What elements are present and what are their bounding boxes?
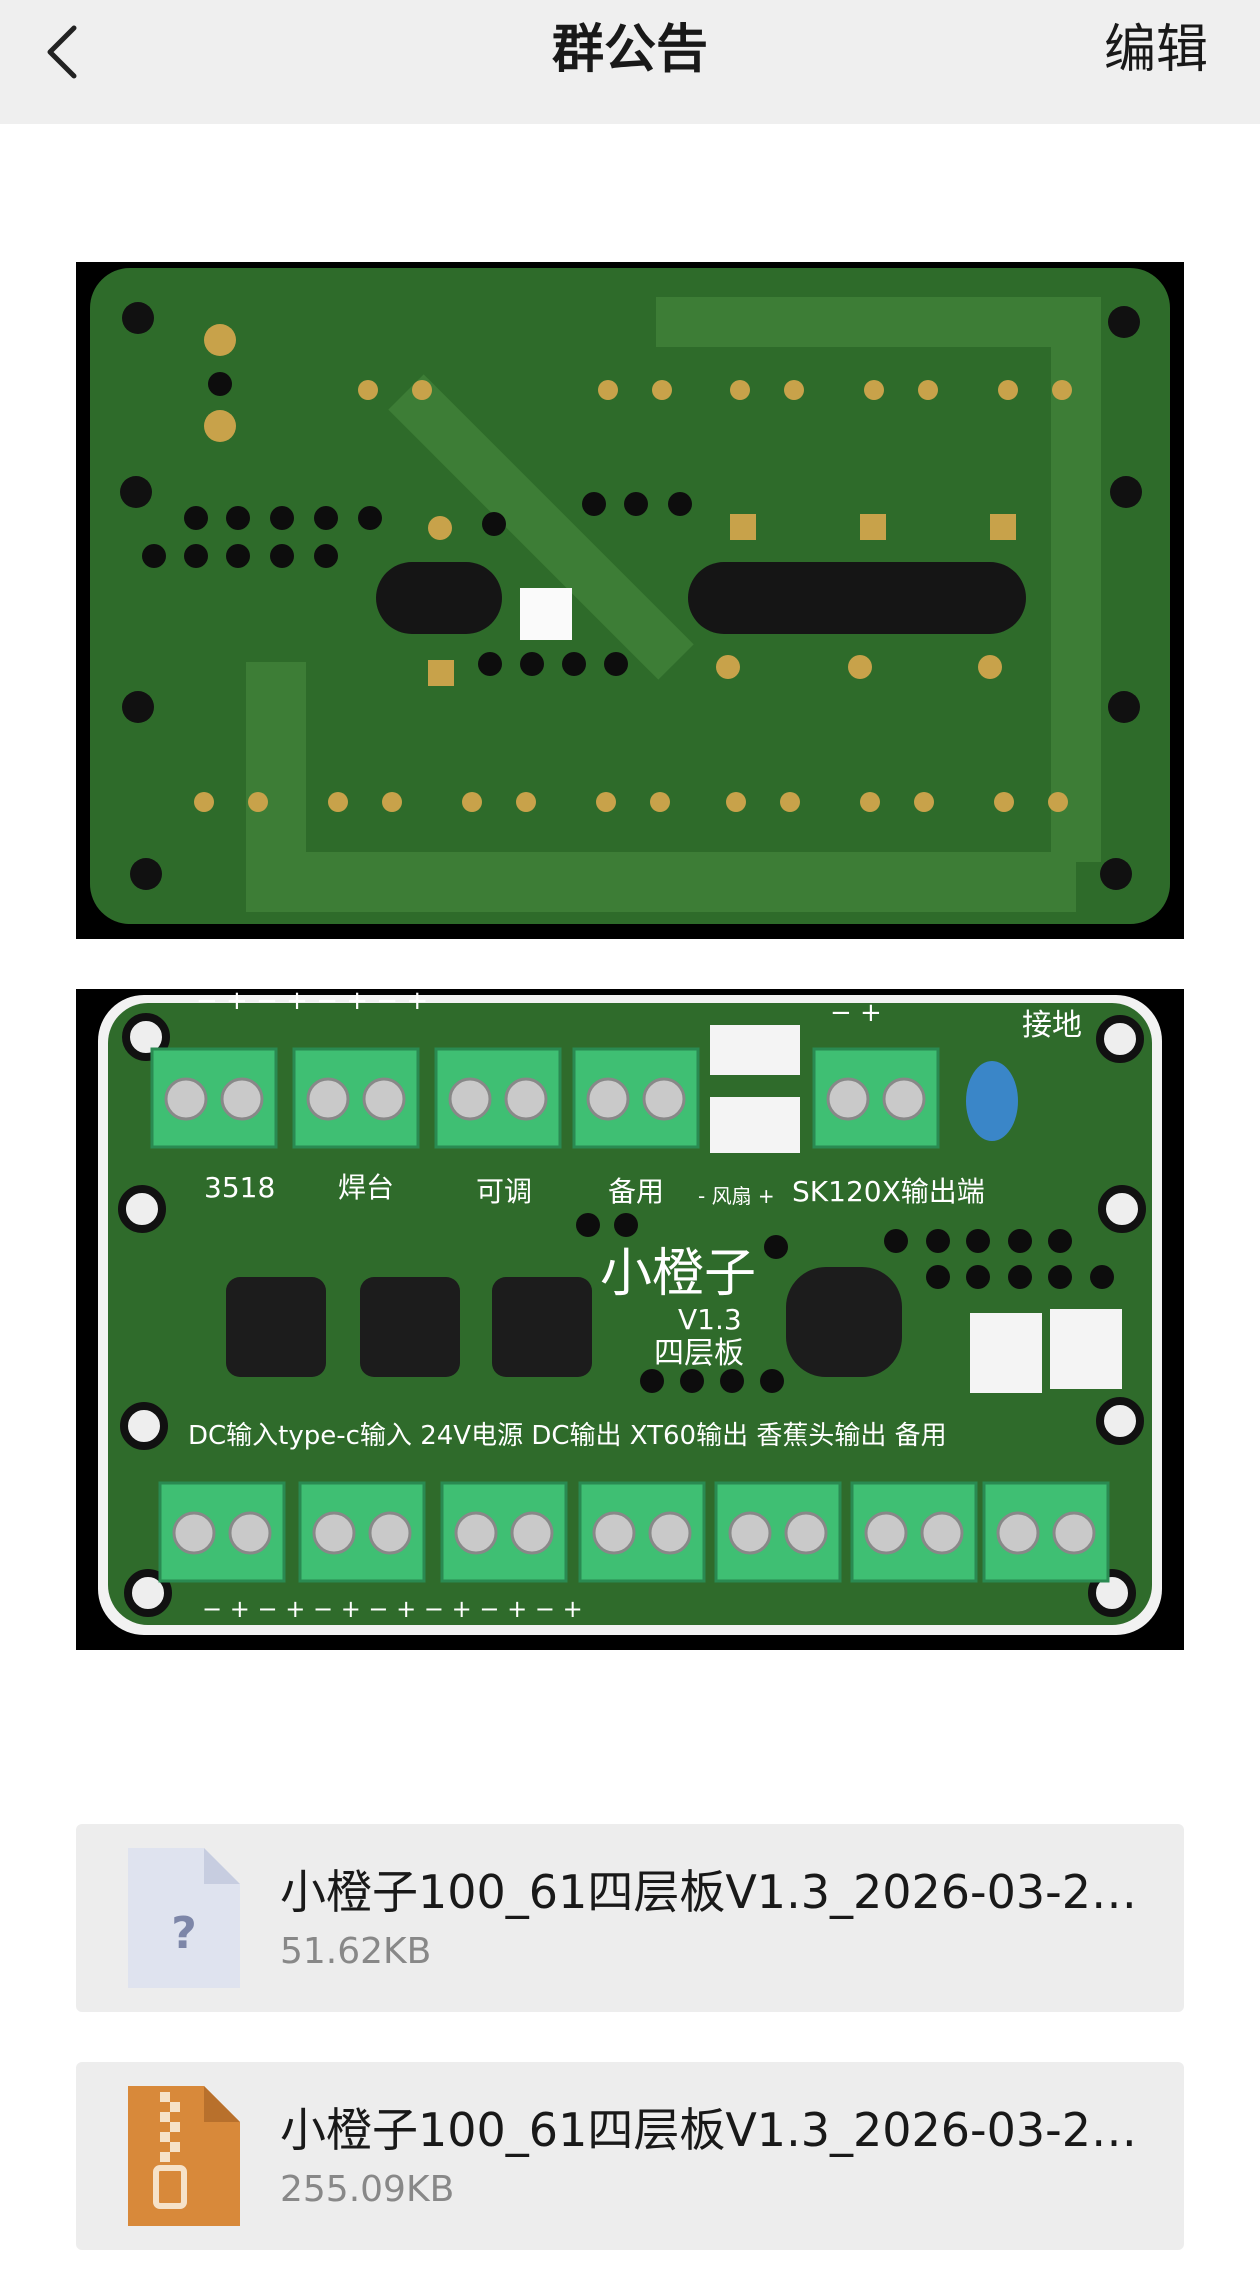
terminal-screw: [728, 1511, 772, 1555]
terminal-screw: [228, 1511, 272, 1555]
svg-text:− + − + − +: − + − + − + − + − + − + − +: [202, 1595, 583, 1623]
terminal-screw: [1052, 1511, 1096, 1555]
back-button[interactable]: [40, 22, 84, 82]
terminal-screw: [826, 1077, 870, 1121]
terminal-screw: [312, 1511, 356, 1555]
silk-ground: 接地: [1022, 1008, 1082, 1043]
terminal-screw: [882, 1077, 926, 1121]
terminal-screw: [864, 1511, 908, 1555]
terminal-screw: [510, 1511, 554, 1555]
file-card[interactable]: 小橙子100_61四层板V1.3_2026-03-2… 255.09KB: [76, 2062, 1184, 2250]
terminal-screw: [586, 1077, 630, 1121]
terminal-screw: [368, 1511, 412, 1555]
file-name: 小橙子100_61四层板V1.3_2026-03-2…: [280, 2103, 1138, 2157]
terminal-screw: [220, 1077, 264, 1121]
terminal-screw: [362, 1077, 406, 1121]
zip-file-icon: [128, 2086, 240, 2226]
edit-button[interactable]: 编辑: [1103, 20, 1208, 80]
file-size: 255.09KB: [280, 2169, 455, 2210]
terminal-screw: [784, 1511, 828, 1555]
file-card[interactable]: ? 小橙子100_61四层板V1.3_2026-03-2… 51.62KB: [76, 1824, 1184, 2012]
pcb-top-image[interactable]: 3518 焊台 可调 备用 - 风扇 + SK120X输出端 接地 小橙子 V1…: [76, 989, 1184, 1650]
silk-title: 小橙子: [600, 1244, 756, 1304]
silk-tiao: 可调: [476, 1175, 532, 1208]
pcb-bottom-image[interactable]: [76, 262, 1184, 939]
silk-handtai: 焊台: [338, 1171, 394, 1204]
terminal-screw: [642, 1077, 686, 1121]
page-title: 群公告: [551, 20, 708, 80]
nav-bar: 群公告 编辑: [0, 0, 1260, 124]
svg-text:− + − + − +: − + − + − + − +: [196, 989, 428, 1016]
silk-sub: 四层板: [654, 1336, 744, 1371]
svg-text:− +: − +: [830, 998, 882, 1028]
file-size: 51.62KB: [280, 1931, 432, 1972]
silk-fan: - 风扇 +: [698, 1184, 775, 1208]
silk-dcin: DC输入type-c输入 24V电源 DC输出 XT60输出 香蕉头输出 备用: [188, 1421, 947, 1451]
silk-sk120x: SK120X输出端: [792, 1175, 985, 1208]
unknown-file-icon: ?: [128, 1848, 240, 1988]
silk-beiyong: 备用: [608, 1175, 664, 1208]
terminal-screw: [504, 1077, 548, 1121]
terminal-screw: [592, 1511, 636, 1555]
terminal-screw: [648, 1511, 692, 1555]
chevron-left-icon: [47, 25, 77, 79]
terminal-screw: [306, 1077, 350, 1121]
svg-text:?: ?: [171, 1908, 197, 1959]
terminal-screw: [996, 1511, 1040, 1555]
terminal-screw: [172, 1511, 216, 1555]
silk-3518: 3518: [204, 1171, 275, 1204]
silk-version: V1.3: [678, 1303, 742, 1336]
terminal-screw: [920, 1511, 964, 1555]
file-name: 小橙子100_61四层板V1.3_2026-03-2…: [280, 1865, 1138, 1919]
terminal-screw: [454, 1511, 498, 1555]
terminal-screw: [164, 1077, 208, 1121]
terminal-screw: [448, 1077, 492, 1121]
